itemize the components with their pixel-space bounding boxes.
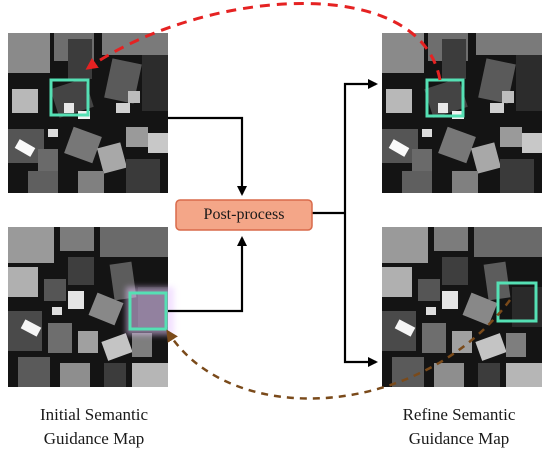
refine-caption-line1: Refine Semantic <box>402 405 516 424</box>
initial-caption-line2: Guidance Map <box>43 429 145 448</box>
refine-caption-line2: Guidance Map <box>408 429 510 448</box>
dashed-arrow-bottom <box>166 299 511 400</box>
arrow-bottom-map-to-process <box>168 236 247 313</box>
highlight-box-initial-top <box>49 78 90 117</box>
refine-map-bottom <box>382 227 542 387</box>
initial-caption-line1: Initial Semantic <box>39 405 149 424</box>
arrow-process-to-refine-bottom <box>343 213 378 367</box>
highlight-box-refine-top <box>425 78 465 118</box>
refine-map-top <box>382 33 542 193</box>
post-process-label: Post-process <box>203 206 285 223</box>
refine-map-caption: Refine Semantic Guidance Map <box>368 403 550 451</box>
post-process-box <box>175 199 313 231</box>
highlight-box-refine-bottom <box>496 281 538 323</box>
highlight-box-initial-bottom <box>128 291 168 331</box>
initial-map-top <box>8 33 168 193</box>
initial-map-bottom <box>8 227 174 387</box>
initial-map-caption: Initial Semantic Guidance Map <box>0 403 188 451</box>
dashed-arrow-top <box>85 2 442 81</box>
arrow-top-map-to-process <box>168 116 247 196</box>
arrow-process-to-refine-top <box>343 79 378 213</box>
